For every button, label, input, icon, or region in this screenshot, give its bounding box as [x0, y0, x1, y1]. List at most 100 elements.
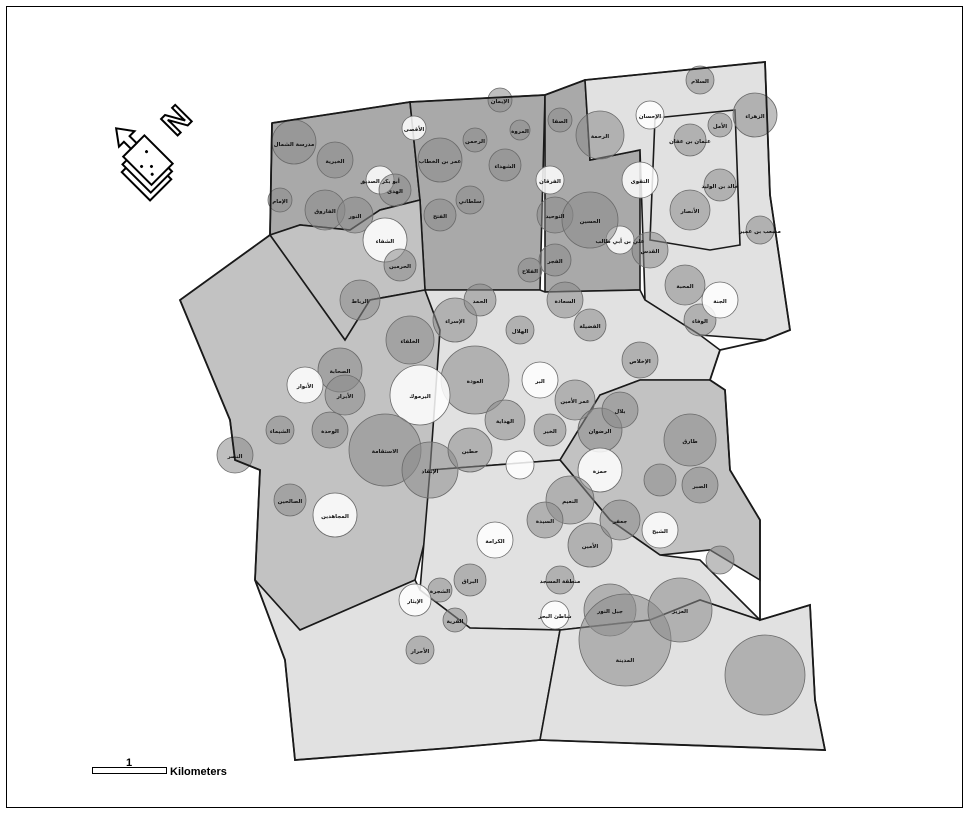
- service-circle: [535, 165, 565, 195]
- place-label: أبو بكر الصديق: [360, 177, 400, 185]
- service-circle: [567, 522, 613, 568]
- service-circle: [455, 185, 485, 215]
- service-circle: [641, 511, 679, 549]
- place-label: مدرسة الشمال: [274, 142, 314, 148]
- place-label: الإيمان: [491, 99, 510, 105]
- place-label: الشجرة: [430, 589, 450, 595]
- place-label: حطين: [462, 449, 479, 455]
- service-circle: [509, 119, 531, 141]
- service-circle: [484, 399, 526, 441]
- service-circle: [476, 521, 514, 559]
- service-circle: [554, 379, 596, 421]
- place-label: الهدى: [387, 189, 403, 195]
- place-label: الشفاء: [376, 239, 394, 245]
- service-circle: [546, 281, 584, 319]
- place-label: الزهراء: [745, 114, 764, 120]
- place-label: القرية: [447, 619, 464, 625]
- service-circle: [265, 415, 295, 445]
- service-circle: [526, 501, 564, 539]
- service-circle: [545, 565, 575, 595]
- service-circle: [378, 173, 412, 207]
- service-circle: [385, 315, 435, 365]
- place-label: الإيثار: [406, 599, 423, 605]
- service-circle: [517, 257, 543, 283]
- service-circle: [447, 427, 493, 473]
- place-label: المدينة: [616, 658, 635, 664]
- place-label: البراق: [462, 579, 479, 585]
- place-label: التوحيد: [545, 214, 564, 220]
- service-circle: [521, 361, 559, 399]
- place-label: المروة: [511, 129, 529, 135]
- service-circle: [316, 141, 354, 179]
- service-circle: [540, 600, 570, 630]
- service-circle: [701, 281, 739, 319]
- service-circle: [339, 279, 381, 321]
- service-circle: [273, 483, 307, 517]
- service-circle: [561, 191, 619, 249]
- service-circle: [705, 545, 735, 575]
- place-label: عمر بن الخطاب: [419, 159, 462, 165]
- place-label: سلطاني: [459, 199, 482, 205]
- place-label: الكرامة: [485, 538, 504, 545]
- service-circle: [635, 100, 665, 130]
- service-circle: [685, 65, 715, 95]
- place-label: خالد بن الوليد: [701, 184, 738, 190]
- place-label: جعفر: [612, 519, 627, 525]
- place-label: الإنقاذ: [422, 469, 439, 475]
- place-label: الرباط: [351, 299, 368, 305]
- place-label: المجاهدين: [321, 514, 349, 520]
- place-label: الفتح: [433, 214, 447, 220]
- service-circle: [401, 441, 459, 499]
- place-label: جبل النور: [596, 609, 623, 615]
- north-label: N: [155, 99, 198, 143]
- place-label: الهلال: [512, 329, 529, 335]
- service-circle: [621, 161, 659, 199]
- service-circle: [286, 366, 324, 404]
- place-label: بلال: [614, 409, 625, 415]
- service-circle: [538, 243, 572, 277]
- place-label: السعادة: [555, 299, 576, 305]
- place-label: الخير: [542, 429, 557, 435]
- place-label: طارق: [682, 439, 697, 445]
- place-label: شاطئ البحر: [537, 614, 571, 620]
- service-circle: [417, 137, 463, 183]
- place-label: الرحمة: [591, 134, 609, 140]
- place-label: الفاروق: [314, 209, 336, 215]
- service-circle: [724, 634, 806, 716]
- place-label: السيدة: [536, 519, 554, 525]
- service-circle: [547, 107, 573, 133]
- service-circle: [389, 364, 451, 426]
- place-label: العزيز: [671, 609, 688, 615]
- service-circle: [621, 341, 659, 379]
- district-boundaries: [178, 61, 827, 761]
- place-label: الرحمن: [465, 139, 485, 145]
- service-circle: [383, 248, 417, 282]
- service-circle: [462, 127, 488, 153]
- service-circle: [463, 283, 497, 317]
- place-label: الحسين: [580, 219, 601, 225]
- service-circle: [267, 187, 293, 213]
- place-label: علي بن أبي طالب: [596, 237, 645, 245]
- service-circle: [647, 577, 713, 643]
- service-circle: [669, 189, 711, 231]
- service-circle: [643, 463, 677, 497]
- north-arrow-icon: N: [114, 98, 198, 202]
- place-label: الاستقامة: [372, 449, 399, 455]
- service-circle: [401, 115, 427, 141]
- service-area-circles: [216, 65, 806, 716]
- place-label: الصالحين: [278, 499, 303, 505]
- place-label: النصر: [226, 454, 242, 460]
- place-label: عثمان بن عفان: [669, 139, 711, 145]
- service-circle: [336, 196, 374, 234]
- service-circle: [663, 413, 717, 467]
- service-circle: [577, 447, 623, 493]
- place-label: الفضيلة: [579, 324, 600, 330]
- service-circle: [311, 411, 349, 449]
- place-label: القدس: [641, 249, 660, 255]
- service-circle: [487, 87, 513, 113]
- service-circle: [405, 635, 435, 665]
- service-circle: [453, 563, 487, 597]
- place-label: الفرقان: [539, 179, 561, 185]
